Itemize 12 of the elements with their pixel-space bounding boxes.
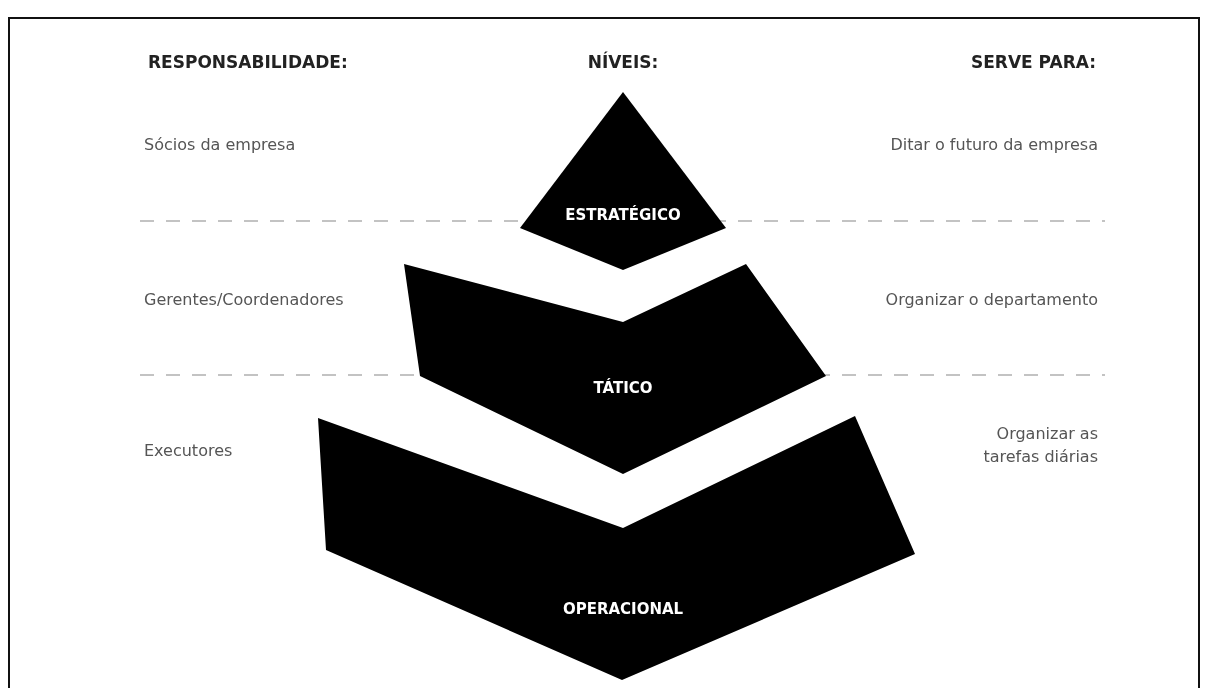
description-text: Ditar o futuro da empresa — [890, 135, 1098, 154]
level-label: ESTRATÉGICO — [565, 206, 681, 224]
description-text: Organizar o departamento — [885, 290, 1098, 309]
description-text: Executores — [144, 441, 233, 460]
column-heading: RESPONSABILIDADE: — [148, 52, 348, 72]
description-text: Gerentes/Coordenadores — [144, 290, 344, 309]
description-text: Organizar as tarefas diárias — [982, 423, 1098, 469]
column-heading: SERVE PARA: — [970, 52, 1096, 72]
column-heading: NÍVEIS: — [587, 52, 659, 72]
level-label: TÁTICO — [593, 379, 653, 397]
level-label: OPERACIONAL — [562, 600, 684, 618]
description-text: Sócios da empresa — [144, 135, 296, 154]
